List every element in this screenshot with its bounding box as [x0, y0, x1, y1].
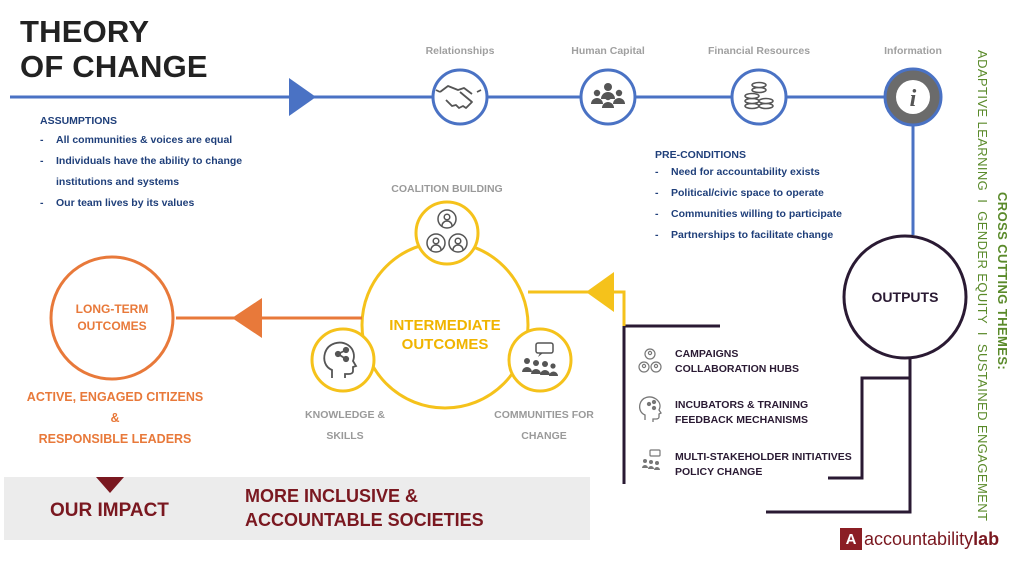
impact-box — [4, 477, 590, 540]
active-citizens-label: ACTIVE, ENGAGED CITIZENS & RESPONSIBLE L… — [10, 387, 220, 450]
knowledge-line-1: KNOWLEDGE & — [305, 409, 385, 421]
human-capital-circle — [579, 68, 637, 126]
intermediate-outcomes-label: INTERMEDIATE OUTCOMES — [375, 316, 515, 354]
people-group-icon — [638, 348, 662, 373]
resource-label-financial-resources: Financial Resources — [707, 45, 811, 57]
outputs-label: OUTPUTS — [871, 289, 939, 305]
resource-label-relationships: Relationships — [425, 45, 495, 57]
precondition-item: Political/civic space to operate — [655, 183, 842, 204]
title-line-2: OF CHANGE — [20, 49, 208, 84]
head-network-icon — [323, 341, 358, 378]
precondition-item: Need for accountability exists — [655, 162, 842, 183]
outputs-circle — [842, 234, 968, 360]
long-term-line-1: LONG-TERM — [75, 302, 149, 316]
coalition-building-circle — [414, 200, 480, 266]
knowledge-skills-circle — [310, 327, 376, 393]
assumption-item: Individuals have the ability to change — [40, 151, 242, 172]
activity-line-2: POLICY CHANGE — [675, 466, 763, 478]
assumption-item: institutions and systems — [56, 176, 180, 188]
title-line-1: THEORY — [20, 14, 150, 49]
assumptions-heading: ASSUMPTIONS — [40, 115, 118, 127]
financial-resources-circle — [730, 68, 788, 126]
activity-item: MULTI-STAKEHOLDER INITIATIVES POLICY CHA… — [675, 450, 852, 480]
activity-item: INCUBATORS & TRAINING FEEDBACK MECHANISM… — [675, 398, 808, 428]
head-network-icon — [639, 396, 662, 422]
impact-line-1: MORE INCLUSIVE & — [245, 486, 419, 506]
outputs-bottom-line — [766, 358, 912, 514]
assumption-item: All communities & voices are equal — [40, 130, 242, 151]
logo-text-2: lab — [973, 528, 1000, 549]
cross-cutting-heading: CROSS CUTTING THEMES: — [995, 192, 1010, 370]
intermediate-line-2: OUTCOMES — [401, 336, 489, 353]
activity-item: CAMPAIGNS COLLABORATION HUBS — [675, 347, 799, 377]
speech-crowd-icon — [642, 449, 661, 470]
logo-mark-icon: A — [840, 528, 862, 550]
knowledge-line-2: SKILLS — [326, 430, 364, 442]
active-line-1: ACTIVE, ENGAGED CITIZENS — [26, 390, 204, 404]
resource-label-information: Information — [884, 45, 942, 57]
cross-cutting-heading-text: CROSS CUTTING THEMES: — [995, 192, 1010, 371]
intermediate-arrow — [586, 272, 614, 312]
long-term-outcomes-label: LONG-TERM OUTCOMES — [52, 301, 172, 335]
communities-line-1: COMMUNITIES FOR — [494, 409, 594, 421]
outputs-to-intermediate-line — [528, 290, 626, 326]
info-icon: i — [896, 80, 930, 114]
precondition-item: Partnerships to facilitate change — [655, 225, 842, 246]
preconditions-list: Need for accountability exists Political… — [655, 162, 842, 246]
long-term-line-2: OUTCOMES — [77, 319, 147, 333]
precondition-item: Communities willing to participate — [655, 204, 842, 225]
our-impact-label: OUR IMPACT — [50, 500, 169, 521]
speech-crowd-icon — [522, 342, 558, 376]
svg-text:i: i — [910, 86, 917, 112]
handshake-icon — [435, 85, 482, 109]
coalition-icon — [426, 209, 468, 253]
coins-icon — [744, 81, 774, 110]
inputs-arrow — [289, 78, 316, 116]
preconditions-heading: PRE-CONDITIONS — [655, 149, 747, 161]
activity-line-1: CAMPAIGNS — [675, 348, 739, 360]
impact-statement: MORE INCLUSIVE & ACCOUNTABLE SOCIETIES — [245, 484, 484, 532]
assumption-item: Our team lives by its values — [40, 193, 242, 214]
cross-cutting-themes-list: ADAPTIVE LEARNING I GENDER EQUITY I SUST… — [975, 50, 990, 522]
assumptions-block: ASSUMPTIONS All communities & voices are… — [40, 115, 242, 214]
communities-label: COMMUNITIES FOR CHANGE — [484, 405, 604, 447]
impact-line-2: ACCOUNTABLE SOCIETIES — [245, 510, 484, 530]
active-line-2: & — [110, 411, 120, 425]
activity-line-1: INCUBATORS & TRAINING — [675, 399, 809, 411]
active-line-3: RESPONSIBLE LEADERS — [38, 432, 192, 446]
assumptions-list: All communities & voices are equal Indiv… — [40, 130, 242, 214]
team-icon — [591, 83, 625, 108]
preconditions-block: PRE-CONDITIONS Need for accountability e… — [655, 149, 842, 246]
knowledge-skills-label: KNOWLEDGE & SKILLS — [290, 405, 400, 447]
impact-arrow — [96, 477, 124, 493]
activity-line-1: MULTI-STAKEHOLDER INITIATIVES — [675, 451, 852, 463]
activity-line-2: FEEDBACK MECHANISMS — [675, 414, 809, 426]
activity-line-2: COLLABORATION HUBS — [675, 363, 800, 375]
page-title: THEORY OF CHANGE — [20, 14, 208, 84]
communities-circle — [507, 327, 573, 393]
resource-label-human-capital: Human Capital — [571, 45, 645, 57]
coalition-building-label: COALITION BUILDING — [391, 183, 503, 195]
information-circle: i — [883, 67, 943, 127]
long-term-arrow — [232, 298, 262, 338]
communities-line-2: CHANGE — [521, 430, 567, 442]
logo-text-1: accountability — [864, 528, 974, 549]
long-term-circle — [49, 255, 175, 381]
intermediate-line-1: INTERMEDIATE — [389, 317, 501, 334]
relationships-circle — [431, 68, 489, 126]
